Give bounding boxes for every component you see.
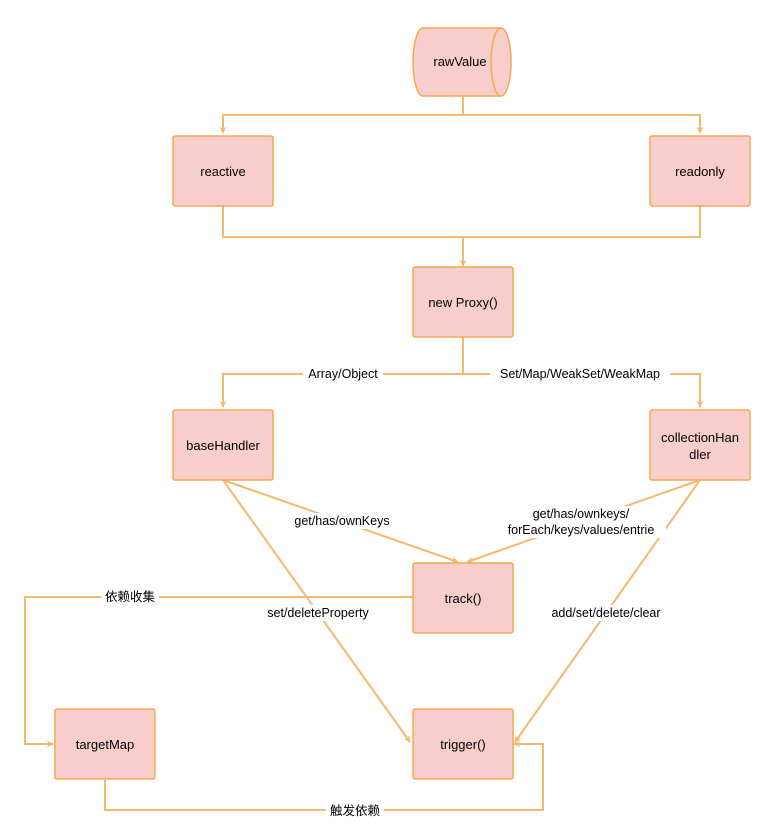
node-new-proxy-label: new Proxy() <box>428 295 497 310</box>
label-array-object: Array/Object <box>308 367 378 381</box>
node-rawvalue-label: rawValue <box>433 54 486 69</box>
node-reactive-label: reactive <box>200 164 246 179</box>
edge-targetmap-to-trigger <box>104 740 544 811</box>
edge-readonly-to-merge <box>463 206 701 238</box>
label-base-get: get/has/ownKeys <box>294 514 389 528</box>
node-track: track() <box>412 562 514 634</box>
node-base-handler: baseHandler <box>172 409 274 481</box>
node-rawvalue: rawValue <box>412 27 512 97</box>
edge-reactive-to-merge <box>222 206 463 238</box>
label-collection-set: add/set/delete/clear <box>551 606 660 620</box>
node-collection-handler: collectionHan dler <box>649 409 751 481</box>
label-trigger-dep: 触发依赖 <box>330 803 381 818</box>
node-readonly: readonly <box>649 135 751 207</box>
node-reactive: reactive <box>172 135 274 207</box>
node-target-map-label: targetMap <box>76 737 135 752</box>
node-target-map: targetMap <box>54 708 156 780</box>
label-base-set: set/deleteProperty <box>267 606 369 620</box>
edge-rawvalue-to-reactive <box>219 114 463 134</box>
label-dep-collect: 依赖收集 <box>105 589 156 604</box>
node-track-label: track() <box>445 591 482 606</box>
edge-track-to-targetmap <box>24 596 413 748</box>
node-readonly-label: readonly <box>675 164 725 179</box>
node-collection-handler-label-line1: collectionHan <box>661 430 739 445</box>
node-trigger: trigger() <box>412 708 514 780</box>
node-base-handler-label: baseHandler <box>186 438 260 453</box>
node-trigger-label: trigger() <box>440 737 486 752</box>
label-set-map: Set/Map/WeakSet/WeakMap <box>500 367 660 381</box>
edge-rawvalue-to-readonly <box>463 114 704 134</box>
label-collection-get-line1: get/has/ownkeys/ <box>533 507 630 521</box>
node-new-proxy: new Proxy() <box>412 266 514 338</box>
label-collection-get-line2: forEach/keys/values/entrie <box>508 523 655 537</box>
node-collection-handler-label-line2: dler <box>689 447 711 462</box>
